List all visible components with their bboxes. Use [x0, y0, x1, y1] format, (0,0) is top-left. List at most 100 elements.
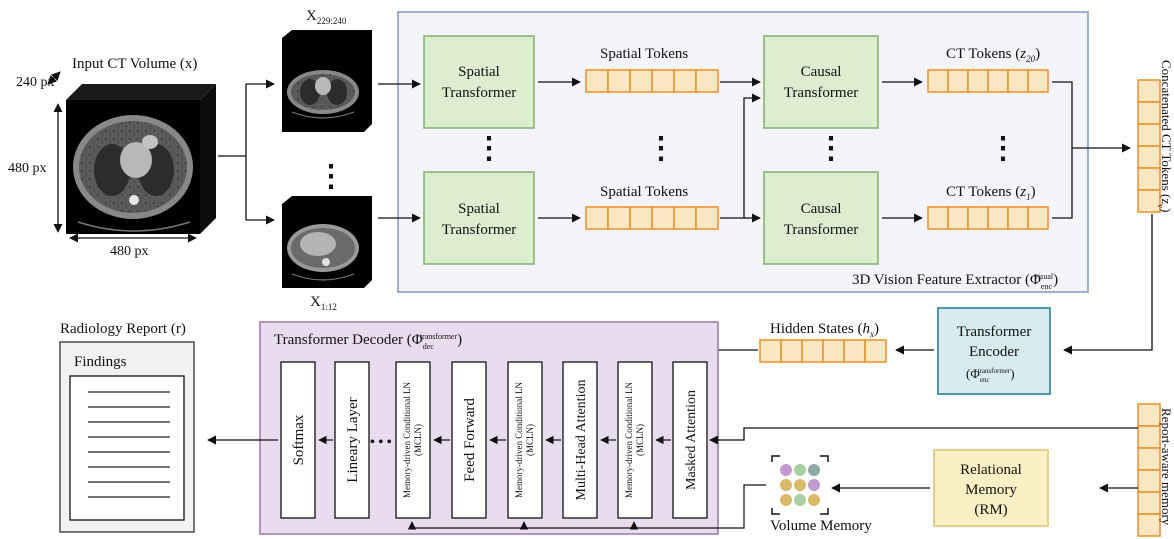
token-cell: [1137, 123, 1161, 147]
token-cell: [607, 206, 631, 230]
token-cell: [1137, 447, 1161, 471]
slice-ellipsis: ⋮: [316, 160, 346, 193]
token-cell: [607, 69, 631, 93]
token-cell: [1137, 513, 1161, 537]
svg-text:Causal: Causal: [801, 201, 842, 217]
report-findings-heading: Findings: [74, 354, 127, 370]
slice-bottom: X1:12: [282, 196, 372, 312]
token-cell: [927, 206, 949, 230]
svg-text:⋮: ⋮: [988, 132, 1018, 165]
memory-dot: [794, 464, 806, 476]
report-page: [69, 375, 185, 521]
transformer-encoder: Transformer Encoder (Φenctransformer): [937, 307, 1051, 395]
volume-memory-dots: [780, 464, 820, 506]
report-text-lines: [88, 391, 170, 498]
svg-text:Spatial: Spatial: [458, 201, 500, 217]
token-cell: [1007, 69, 1029, 93]
token-cell: [1137, 145, 1161, 169]
token-cell: [967, 69, 989, 93]
memory-to-mcln-arrow: [407, 484, 766, 530]
svg-text:Lineary Layer: Lineary Layer: [345, 397, 361, 482]
spatial-tokens-label-top: Spatial Tokens: [600, 46, 688, 62]
svg-text:Relational: Relational: [960, 462, 1022, 478]
concatenated-token-column: [1137, 79, 1161, 213]
svg-text:(MCLN): (MCLN): [525, 424, 535, 456]
token-cell: [801, 339, 824, 363]
svg-text:Softmax: Softmax: [291, 414, 307, 465]
memory-dot: [808, 494, 820, 506]
token-cell: [629, 69, 653, 93]
svg-text:Feed Forward: Feed Forward: [462, 398, 478, 482]
token-cell: [822, 339, 845, 363]
token-cell: [1137, 491, 1161, 515]
svg-text:(RM): (RM): [974, 502, 1007, 518]
svg-text:Causal: Causal: [801, 64, 842, 80]
block-mcln-2: Memory-driven Conditional LN (MCLN): [507, 361, 543, 519]
memory-dot: [808, 464, 820, 476]
slice-top: X229:240: [282, 8, 372, 132]
svg-text:Memory-driven Conditional LN: Memory-driven Conditional LN: [624, 382, 634, 498]
token-cell: [1137, 79, 1161, 103]
memory-dot: [780, 464, 792, 476]
token-cell: [1027, 69, 1049, 93]
ct-token-row-bottom: [927, 206, 1049, 230]
depth-label: 240 px: [16, 75, 55, 90]
block-linear-layer: Lineary Layer: [334, 361, 370, 519]
tokens-to-masked-arrow: [709, 427, 1138, 445]
token-cell: [1137, 189, 1161, 213]
token-cell: [1137, 403, 1161, 427]
ct-heart: [120, 142, 152, 178]
token-cell: [987, 206, 1009, 230]
block-multi-head-attention: Multi-Head Attention: [562, 361, 598, 519]
svg-text:Transformer: Transformer: [784, 85, 858, 101]
hidden-state-token-row: [759, 339, 887, 363]
token-cell: [1137, 425, 1161, 449]
memory-dot: [794, 479, 806, 491]
svg-text:Multi-Head Attention: Multi-Head Attention: [574, 380, 589, 501]
memory-dot: [794, 494, 806, 506]
svg-text:(MCLN): (MCLN): [635, 424, 645, 456]
ct-tokens-label-top: CT Tokens (z20): [946, 46, 1040, 64]
token-cell: [1137, 101, 1161, 125]
spatial-token-row-bottom: [585, 206, 719, 230]
svg-text:X1:12: X1:12: [310, 294, 337, 312]
ct-tokens-label-bottom: CT Tokens (z1): [946, 184, 1036, 202]
svg-text:(Φenctransformer): (Φenctransformer): [966, 366, 1015, 384]
svg-text:Memory-driven Conditional LN: Memory-driven Conditional LN: [514, 382, 524, 498]
volume-top-face: [66, 84, 216, 100]
token-cell: [864, 339, 887, 363]
block-masked-attention: Masked Attention: [672, 361, 708, 519]
svg-text:Encoder: Encoder: [969, 344, 1019, 360]
token-cell: [1027, 206, 1049, 230]
token-cell: [585, 69, 609, 93]
report-memory-label: Report-aware memory: [1159, 408, 1174, 526]
token-cell: [1007, 206, 1029, 230]
token-cell: [927, 69, 949, 93]
spatial-tokens-label-bottom: Spatial Tokens: [600, 184, 688, 200]
token-cell: [987, 69, 1009, 93]
relational-memory: Relational Memory (RM): [933, 449, 1049, 527]
svg-text:• • •: • • •: [370, 435, 392, 450]
width-label: 480 px: [110, 244, 149, 259]
spatial-token-row-top: [585, 69, 719, 93]
svg-text:Memory: Memory: [965, 482, 1017, 498]
transformer-decoder: Transformer Decoder (Φdectransformer) So…: [259, 321, 719, 535]
token-cell: [1137, 469, 1161, 493]
token-cell: [967, 206, 989, 230]
token-cell: [585, 206, 609, 230]
svg-text:Masked Attention: Masked Attention: [684, 390, 699, 490]
volume-memory-label: Volume Memory: [770, 518, 872, 534]
memory-dot: [780, 494, 792, 506]
causal-transformer-bottom: Causal Transformer: [763, 171, 879, 265]
svg-text:Transformer: Transformer: [784, 222, 858, 238]
extractor-title: 3D Vision Feature Extractor (Φencvisual): [852, 272, 1058, 291]
report-title: Radiology Report (r): [60, 321, 186, 337]
block-mcln-3: Memory-driven Conditional LN (MCLN): [395, 361, 431, 519]
token-cell: [673, 206, 697, 230]
height-label: 480 px: [8, 161, 47, 176]
vision-feature-extractor: 3D Vision Feature Extractor (Φencvisual)…: [378, 11, 1131, 293]
svg-text:⋮: ⋮: [474, 132, 504, 165]
token-cell: [947, 69, 969, 93]
token-cell: [651, 206, 675, 230]
